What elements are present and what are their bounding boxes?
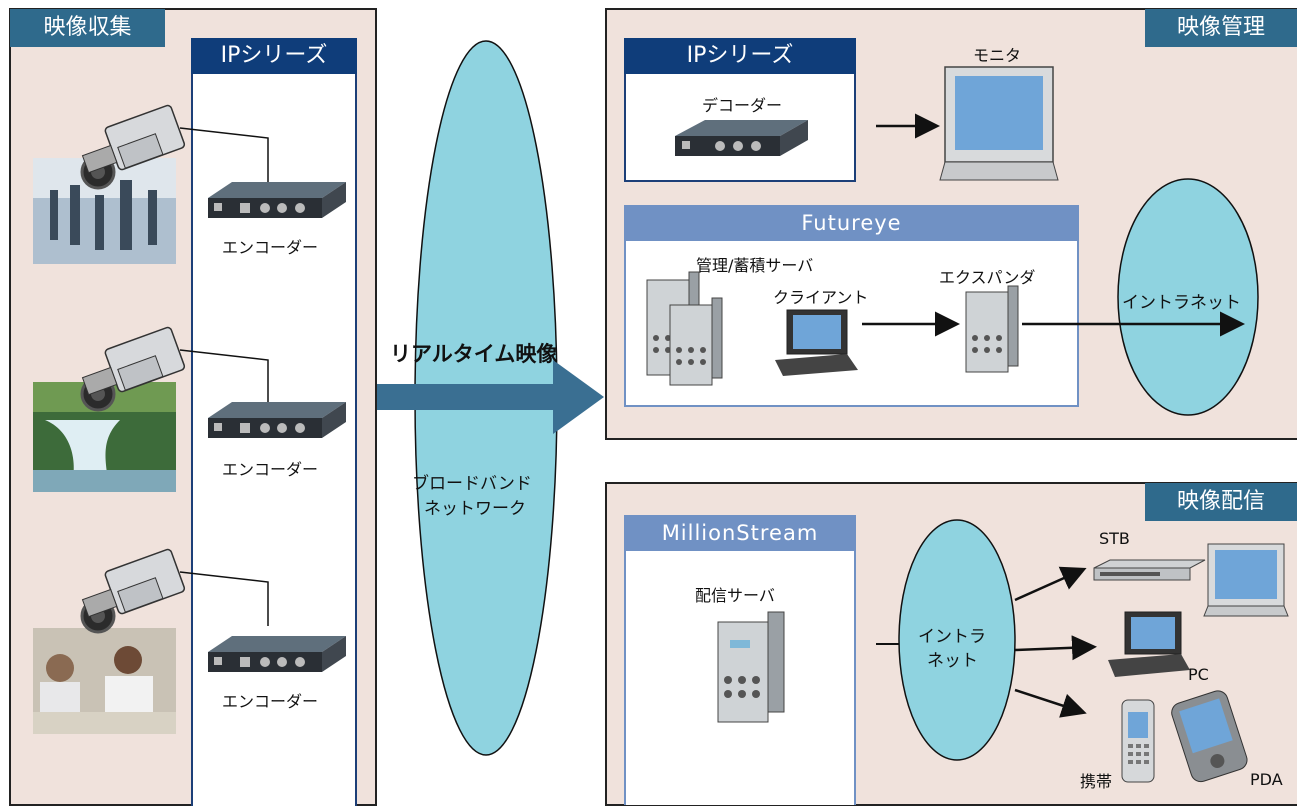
monitor-label: モニタ: [973, 46, 1022, 65]
expander-label: エクスパンダ: [939, 268, 1036, 287]
realtime-arrow: [377, 360, 604, 434]
dist-server-label: 配信サーバ: [695, 586, 775, 605]
tv-monitor-icon: [1203, 543, 1289, 617]
camera-icon: [80, 326, 186, 412]
stb-label: STB: [1099, 529, 1130, 548]
pc-label: PC: [1188, 665, 1209, 684]
expander-server-icon: [965, 285, 1019, 373]
server-tower-icon: [669, 297, 723, 386]
client-label: クライアント: [773, 288, 869, 307]
dist-intranet-label-line2: ネット: [927, 651, 978, 671]
pda-label: PDA: [1250, 770, 1283, 789]
stb-icon: [1093, 559, 1206, 581]
camera-icon: [80, 104, 186, 190]
management-tag: 映像管理: [1145, 9, 1297, 47]
millionstream-box: [624, 515, 856, 805]
decoder-label: デコーダー: [702, 96, 783, 115]
intranet-ellipse: [1117, 178, 1259, 416]
monitor-icon: [939, 66, 1059, 181]
intranet-label: イントラネット: [1122, 293, 1241, 313]
encoder-device-icon: [208, 182, 346, 218]
mobile-label: 携帯: [1080, 772, 1113, 791]
camera-icon: [80, 548, 186, 634]
collection-ip-title: IPシリーズ: [191, 38, 357, 74]
photo-office: [33, 628, 176, 734]
futureye-title: Futureye: [624, 205, 1079, 241]
server-label: 管理/蓄積サーバ: [696, 256, 814, 275]
laptop-icon: [775, 309, 858, 376]
distribution-server-icon: [717, 611, 785, 723]
encoder-device-icon: [208, 636, 346, 672]
pc-laptop-icon: [1108, 611, 1190, 677]
encoder-device-icon: [208, 402, 346, 438]
encoder-label-3: エンコーダー: [222, 692, 319, 711]
realtime-label: リアルタイム映像: [390, 342, 558, 366]
broadband-label-line1: ブロードバンド: [412, 474, 532, 494]
decoder-device-icon: [675, 120, 808, 156]
dist-intranet-label-line1: イントラ: [918, 627, 986, 647]
mobile-phone-icon: [1121, 699, 1155, 783]
distribution-tag: 映像配信: [1145, 483, 1297, 521]
millionstream-title: MillionStream: [624, 515, 856, 551]
encoder-label-2: エンコーダー: [222, 460, 319, 479]
encoder-label-1: エンコーダー: [222, 238, 319, 257]
collection-tag: 映像収集: [10, 9, 165, 47]
pda-icon: [1171, 690, 1248, 783]
dist-intranet-ellipse: [898, 519, 1016, 761]
management-ip-title: IPシリーズ: [624, 38, 856, 74]
broadband-label-line2: ネットワーク: [424, 499, 526, 519]
